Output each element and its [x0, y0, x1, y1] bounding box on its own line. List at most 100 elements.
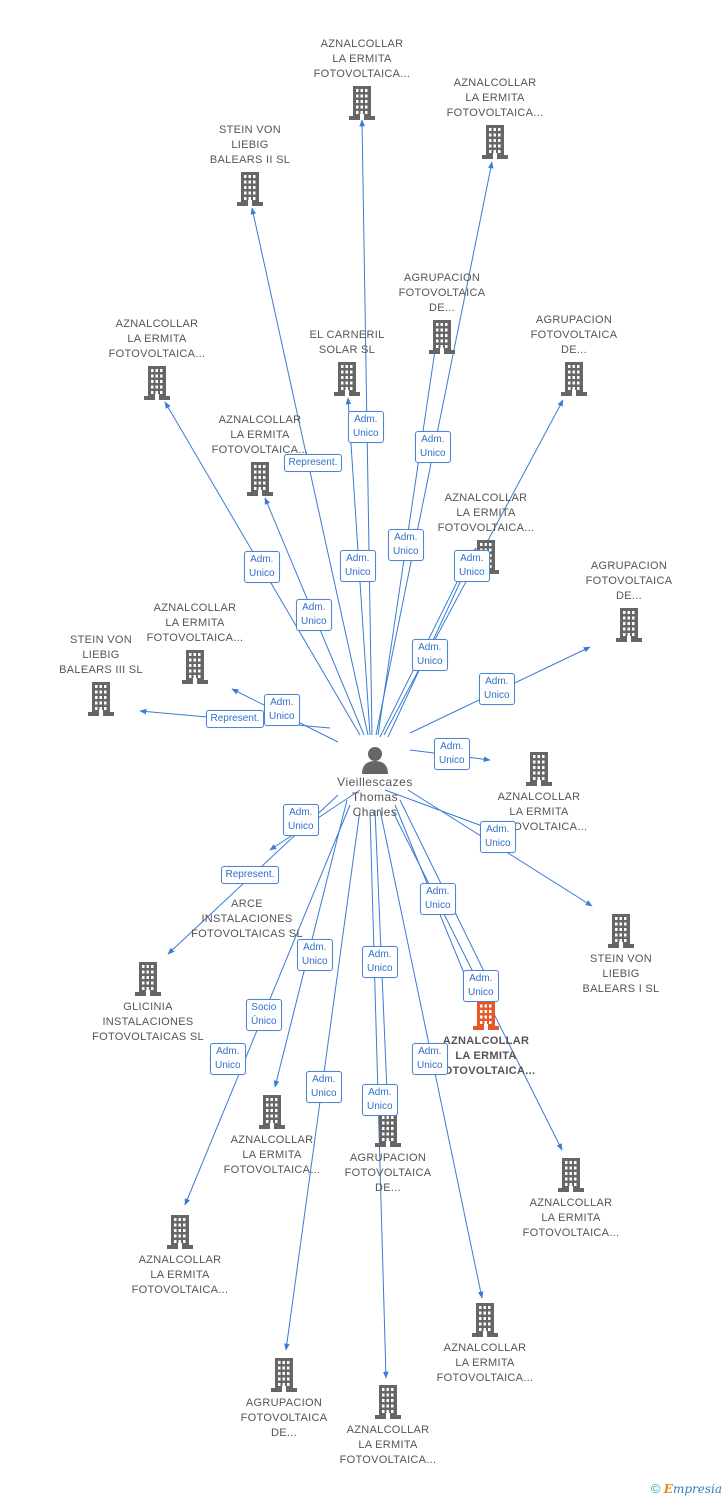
company-name-line: LA ERMITA — [230, 429, 290, 441]
building-icon — [88, 682, 114, 716]
company-name-line: AGRUPACION — [245, 1397, 323, 1409]
brand-logo[interactable]: Empresia — [664, 1482, 722, 1496]
building-icon — [144, 366, 170, 400]
relation-badge-text: Adm. — [354, 414, 378, 425]
relation-badge-text: Adm. — [486, 824, 510, 835]
building-icon — [167, 1215, 193, 1249]
company-name-line: GLICINIA — [123, 1001, 173, 1013]
relation-badge-13: Adm. Unico — [434, 738, 470, 770]
relation-badge-text: Adm. — [368, 949, 392, 960]
company-name-line: FOTOVOLTAICA... — [437, 522, 535, 534]
company-name-line: AZNALCOLLAR — [218, 414, 302, 426]
company-name-line: FOTOVOLTAICAS SL — [191, 928, 303, 940]
company-name-line: BALEARS III SL — [59, 664, 143, 676]
company-name-line: DE... — [429, 302, 455, 314]
relation-badge-text: Adm. — [312, 1074, 336, 1085]
building-icon — [608, 914, 634, 948]
company-name-line: FOTOVOLTAICA... — [108, 348, 206, 360]
company-name-line: AZNALCOLLAR — [320, 38, 404, 50]
relation-badge-text: Unico — [468, 987, 494, 998]
relation-badge-3: Represent. — [283, 454, 343, 472]
relation-badge-text: Adm. — [303, 942, 327, 953]
brand-rest: mpresia — [672, 1482, 722, 1496]
company-name-line: LIEBIG — [231, 139, 269, 151]
company-name-line: FOTOVOLTAICA... — [223, 1164, 321, 1176]
company-name-line: LA ERMITA — [358, 1439, 418, 1451]
company-name-line: FOTOVOLTAICA — [585, 575, 673, 587]
relation-badge-10: Adm.Unico — [479, 673, 515, 705]
relation-badge-text: Unico — [311, 1088, 337, 1099]
relation-badge-text: Unico — [353, 428, 379, 439]
relation-badge-text: Unico — [345, 567, 371, 578]
person-node[interactable]: Vieillescazes Thomas Charles — [315, 745, 435, 820]
company-name-line: FOTOVOLTAICA... — [131, 1284, 229, 1296]
relation-badge-18: Adm.Unico — [420, 883, 456, 915]
company-name-line: LA ERMITA — [127, 333, 187, 345]
company-name-line: FOTOVOLTAICA... — [436, 1372, 534, 1384]
company-name-line: LA ERMITA — [465, 92, 525, 104]
relation-badge-6: Adm.Unico — [388, 529, 424, 561]
relation-badge-21: Adm.Unico — [412, 1043, 448, 1075]
relation-badge-text: Unico — [425, 900, 451, 911]
relation-badge-text: Adm. — [368, 1087, 392, 1098]
company-name-line: INSTALACIONES — [201, 913, 293, 925]
relation-badge-text: Adm. — [440, 741, 464, 752]
company-name-line: LA ERMITA — [242, 1149, 302, 1161]
company-name-line: LA ERMITA — [509, 806, 569, 818]
company-name-line: LA ERMITA — [150, 1269, 210, 1281]
relation-badge-text: Unico — [417, 1060, 443, 1071]
relation-badge-text: Represent. — [225, 869, 275, 880]
relation-badge-text: Adm. — [418, 642, 442, 653]
building-icon — [259, 1095, 285, 1129]
company-name-line: AZNALCOLLAR — [529, 1197, 613, 1209]
relation-badge-text: Represent. — [210, 713, 260, 724]
relation-badge-2: Adm.Unico — [415, 431, 451, 463]
company-name-line: AZNALCOLLAR — [497, 791, 581, 803]
company-name-line: DE... — [561, 344, 587, 356]
company-name-line: AGRUPACION — [590, 560, 668, 572]
building-icon — [375, 1385, 401, 1419]
relation-badge-text: Unico — [439, 755, 465, 766]
company-name-line: LA ERMITA — [165, 617, 225, 629]
relation-badge-text: Adm. — [216, 1046, 240, 1057]
company-name-line: LA ERMITA — [541, 1212, 601, 1224]
building-icon — [135, 962, 161, 996]
relation-badge-text: Unico — [420, 448, 446, 459]
company-name-line: AGRUPACION — [403, 272, 481, 284]
